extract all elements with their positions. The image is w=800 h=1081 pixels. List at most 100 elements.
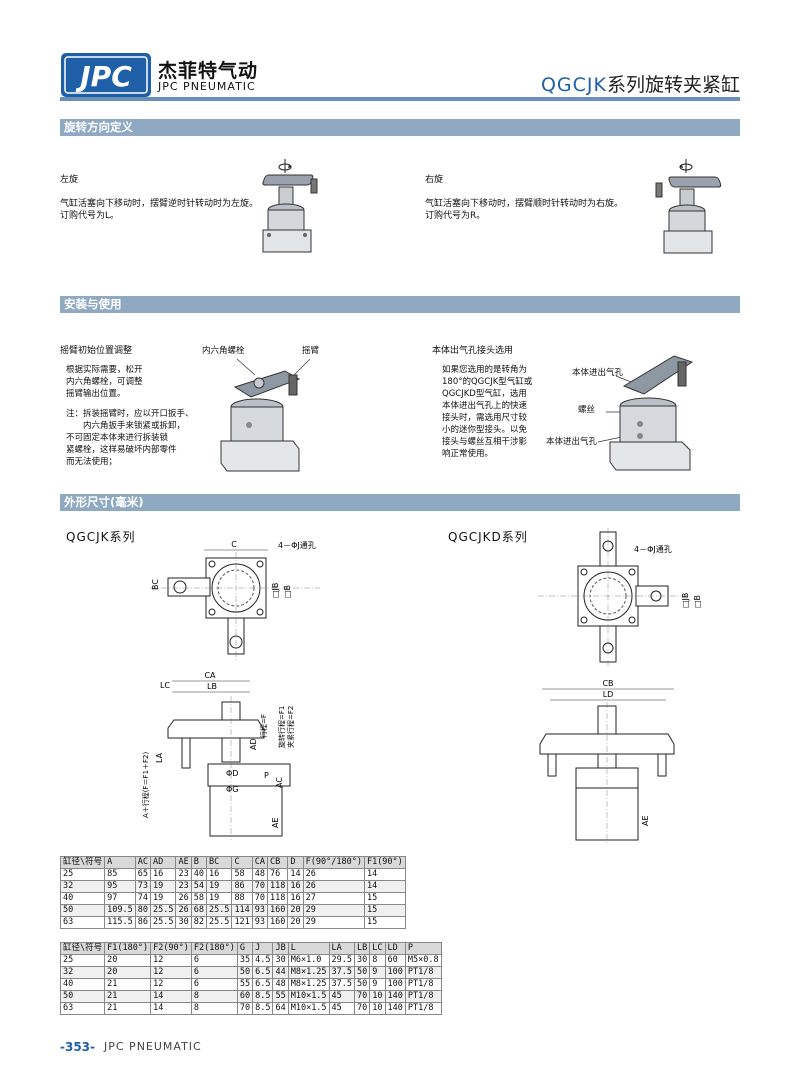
table-cell: 16 — [287, 892, 304, 905]
port-line: QGCJKD型气缸，选用 — [442, 389, 527, 399]
note-line: 紧螺栓，这样易破坏内部零件 — [66, 445, 177, 455]
dim-label-lb: LB — [207, 682, 217, 691]
series-label-jkd: QGCJKD系列 — [448, 530, 528, 544]
column-header: J — [252, 942, 274, 955]
port-line: 180°的QGCJK型气缸或 — [442, 377, 533, 387]
table-cell: 9 — [369, 978, 386, 991]
port-line: 小的迷你型接头。以免 — [442, 425, 528, 435]
column-header: LD — [384, 942, 406, 955]
jpc-logo: JPC — [61, 53, 151, 97]
dim-label-b: □B — [283, 585, 292, 598]
column-header: P — [404, 942, 442, 955]
install-note: 注：拆装摇臂时，应以开口扳手、 内六角扳手来锁紧或拆卸， 不可固定本体来进行拆装… — [66, 408, 194, 468]
table-cell: 14 — [363, 868, 406, 881]
table-cell: 10 — [369, 990, 386, 1003]
dim-label-f2: 夹紧行程=F2 — [286, 706, 295, 748]
left-rotation-illustration — [262, 159, 318, 253]
jk-top-view-drawing: C 4－ΦJ通孔 BC □JB □B — [150, 540, 320, 660]
column-header: BC — [205, 856, 233, 869]
column-header: C — [231, 856, 253, 869]
table-cell: 8.5 — [252, 990, 274, 1003]
table-cell: 140 — [384, 990, 406, 1003]
table-cell: 80 — [134, 904, 151, 917]
note-line: 而无法使用； — [66, 457, 118, 467]
table-cell: 29 — [302, 916, 365, 929]
column-header: CB — [267, 856, 289, 869]
column-header: 缸径\符号 — [59, 856, 106, 869]
column-header: 缸径\符号 — [59, 942, 106, 955]
dim-label-bc: BC — [151, 579, 160, 590]
table-cell: 26 — [302, 868, 365, 881]
dim-label-p: P — [264, 771, 269, 780]
table-cell: M5×0.8 — [404, 954, 442, 967]
table-cell: 19 — [149, 892, 177, 905]
table-cell: M10×1.5 — [287, 1002, 330, 1015]
table-cell: 74 — [134, 892, 151, 905]
header-rule — [60, 97, 740, 101]
table-cell: 60 — [236, 990, 254, 1003]
dim-label-lc: LC — [160, 681, 170, 690]
table-cell: 160 — [267, 904, 289, 917]
table-cell: 20 — [287, 904, 304, 917]
jkd-side-view-drawing: CB LD AE — [539, 679, 675, 844]
table-cell: 30 — [175, 916, 192, 929]
table-cell: 86 — [231, 880, 253, 893]
rotation-left-desc-2: 订购代号为L。 — [60, 211, 120, 221]
table-cell: 14 — [150, 990, 192, 1003]
column-header: CA — [251, 856, 269, 869]
table-cell: 16 — [287, 880, 304, 893]
table-cell: 58 — [231, 868, 253, 881]
brand-name-en: JPC PNEUMATIC — [158, 80, 256, 93]
table-cell: 82 — [190, 916, 207, 929]
table-cell: M6×1.0 — [287, 954, 330, 967]
table-cell: 4.5 — [252, 954, 274, 967]
label-hex-bolt: 内六角螺栓 — [202, 346, 245, 356]
column-header: A — [104, 856, 136, 869]
column-header: AC — [134, 856, 151, 869]
table-cell: 35 — [236, 954, 254, 967]
table-cell: 12 — [150, 954, 192, 967]
jkd-top-view-drawing: 4－ΦJ通孔 □JB □B — [538, 528, 702, 668]
table-cell: 30 — [354, 954, 371, 967]
table-cell: 93 — [251, 916, 269, 929]
table-cell: 26 — [302, 880, 365, 893]
dim-label-b-jkd: □B — [693, 595, 702, 608]
port-line: 如果您选用的是转角为 — [442, 365, 528, 375]
table-cell: 6 — [190, 954, 238, 967]
section-bar-install: 安装与使用 — [60, 296, 740, 313]
table-cell: 23 — [175, 868, 192, 881]
table-cell: 73 — [134, 880, 151, 893]
table-cell: 25 — [59, 954, 106, 967]
dim-label-cb: CB — [602, 679, 613, 688]
table-cell: 48 — [272, 978, 289, 991]
table-cell: M8×1.25 — [287, 966, 330, 979]
column-header: F1(180°) — [104, 942, 152, 955]
table-cell: 65 — [134, 868, 151, 881]
table-cell: 32 — [59, 966, 106, 979]
table-cell: 16 — [205, 868, 233, 881]
note-line: 内六角扳手来锁紧或拆卸， — [66, 421, 186, 431]
note-line: 不可固定本体来进行拆装锁 — [66, 433, 169, 443]
table-cell: PT1/8 — [404, 1002, 442, 1015]
port-illustration — [597, 355, 694, 471]
label-arm: 摇臂 — [302, 346, 320, 356]
table-cell: PT1/8 — [404, 990, 442, 1003]
table-cell: 20 — [104, 966, 152, 979]
column-header: F(90°/180°) — [302, 856, 365, 869]
table-cell: 8 — [369, 954, 386, 967]
table-cell: 37.5 — [328, 966, 356, 979]
table-cell: 140 — [384, 1002, 406, 1015]
arm-adjust-illustration — [220, 358, 311, 472]
table-cell: 97 — [104, 892, 136, 905]
table-cell: 100 — [384, 966, 406, 979]
table-cell: 40 — [59, 892, 106, 905]
column-header: LB — [354, 942, 371, 955]
adjust-title: 摇臂初始位置调整 — [60, 346, 133, 356]
port-line: 接头与螺丝互相干涉影 — [442, 437, 528, 447]
